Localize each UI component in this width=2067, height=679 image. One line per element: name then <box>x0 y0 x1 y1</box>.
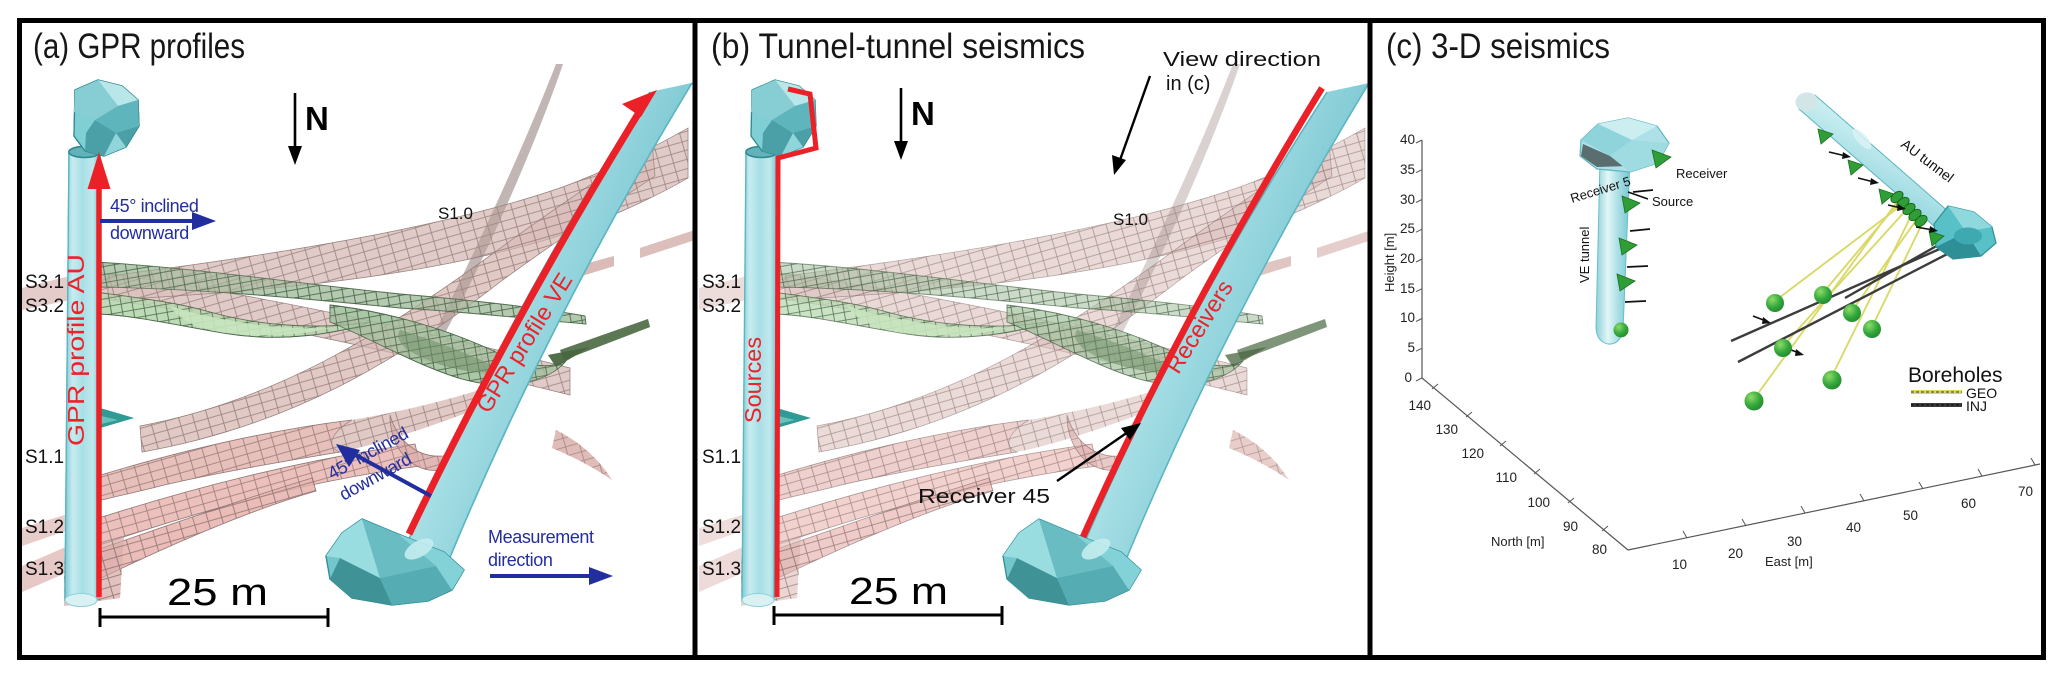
svg-text:(b) Tunnel-tunnel seismics: (b) Tunnel-tunnel seismics <box>711 27 1085 66</box>
svg-text:140: 140 <box>1408 398 1431 413</box>
svg-text:110: 110 <box>1495 470 1517 485</box>
svg-text:10: 10 <box>1672 557 1687 572</box>
svg-text:20: 20 <box>1400 251 1415 266</box>
svg-text:120: 120 <box>1461 446 1484 461</box>
svg-text:Boreholes: Boreholes <box>1908 364 2003 387</box>
svg-text:S1.3: S1.3 <box>702 559 741 580</box>
svg-text:Measurement: Measurement <box>488 527 594 547</box>
svg-text:S3.1: S3.1 <box>25 272 64 293</box>
svg-text:S1.2: S1.2 <box>702 517 741 538</box>
svg-text:50: 50 <box>1903 508 1918 523</box>
svg-text:Receiver 45: Receiver 45 <box>918 486 1050 508</box>
svg-text:GEO: GEO <box>1966 385 1997 401</box>
svg-text:INJ: INJ <box>1966 398 1987 414</box>
svg-text:Sources: Sources <box>740 337 766 423</box>
svg-text:S3.2: S3.2 <box>702 296 741 317</box>
svg-text:Height [m]: Height [m] <box>1382 233 1397 292</box>
svg-text:N: N <box>911 95 935 132</box>
svg-text:25 m: 25 m <box>167 572 268 614</box>
svg-text:25: 25 <box>1400 221 1415 236</box>
svg-text:15: 15 <box>1400 281 1415 296</box>
svg-text:North [m]: North [m] <box>1491 534 1544 549</box>
svg-text:S1.1: S1.1 <box>25 447 64 468</box>
svg-text:in (c): in (c) <box>1166 73 1210 95</box>
svg-text:45° inclined: 45° inclined <box>110 196 198 216</box>
svg-text:30: 30 <box>1400 192 1415 207</box>
svg-text:direction: direction <box>488 550 552 570</box>
svg-text:40: 40 <box>1846 520 1861 535</box>
svg-text:S3.1: S3.1 <box>702 272 741 293</box>
svg-text:East [m]: East [m] <box>1765 554 1813 569</box>
svg-text:100: 100 <box>1527 495 1550 510</box>
svg-text:VE tunnel: VE tunnel <box>1577 227 1592 283</box>
svg-text:60: 60 <box>1961 496 1976 511</box>
svg-text:40: 40 <box>1400 132 1415 147</box>
svg-text:(a) GPR profiles: (a) GPR profiles <box>33 27 245 66</box>
svg-text:S1.3: S1.3 <box>25 559 64 580</box>
svg-text:30: 30 <box>1787 534 1802 549</box>
svg-text:80: 80 <box>1592 542 1607 557</box>
svg-text:5: 5 <box>1407 340 1415 355</box>
svg-text:90: 90 <box>1563 519 1578 534</box>
svg-text:N: N <box>305 100 329 137</box>
svg-text:25 m: 25 m <box>849 571 948 613</box>
svg-text:S3.2: S3.2 <box>25 296 64 317</box>
svg-text:20: 20 <box>1728 546 1743 561</box>
svg-text:35: 35 <box>1400 162 1415 177</box>
svg-text:GPR profile AU: GPR profile AU <box>63 254 89 446</box>
svg-text:S1.0: S1.0 <box>438 204 473 223</box>
svg-text:10: 10 <box>1400 310 1415 325</box>
svg-text:(c) 3-D seismics: (c) 3-D seismics <box>1386 27 1610 66</box>
svg-text:0: 0 <box>1404 370 1412 385</box>
svg-text:S1.2: S1.2 <box>25 517 64 538</box>
svg-text:Receiver: Receiver <box>1676 166 1728 181</box>
svg-text:S1.1: S1.1 <box>702 447 741 468</box>
svg-text:70: 70 <box>2018 484 2033 499</box>
svg-text:View direction: View direction <box>1163 49 1321 71</box>
svg-text:Source: Source <box>1652 194 1693 209</box>
svg-text:S1.0: S1.0 <box>1113 210 1148 229</box>
svg-text:downward: downward <box>110 223 189 243</box>
svg-text:130: 130 <box>1435 422 1458 437</box>
